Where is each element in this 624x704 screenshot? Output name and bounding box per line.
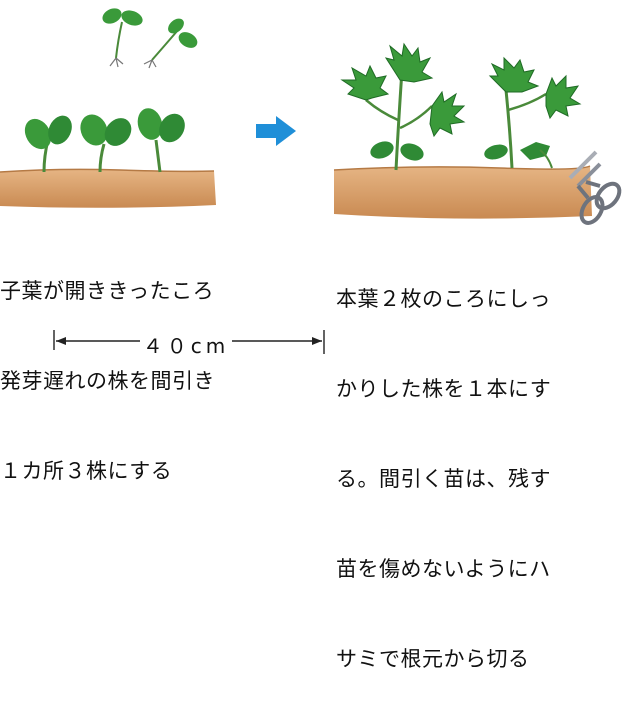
caption-right: 本葉２枚のころにしっ かりした株を１本にす る。間引く苗は、残す 苗を傷めないよ… xyxy=(336,224,624,704)
caption-line: サミで根元から切る xyxy=(336,647,530,671)
caption-line: 発芽遅れの株を間引き xyxy=(0,369,215,393)
soil-bed-right xyxy=(333,165,592,219)
seedling xyxy=(24,115,72,173)
caption-line: １カ所３株にする xyxy=(0,459,173,483)
scissors-icon xyxy=(568,150,622,225)
pulled-seedling xyxy=(143,18,198,69)
caption-line: る。間引く苗は、残す xyxy=(336,467,551,491)
caption-line: 子葉が開ききったころ xyxy=(0,279,215,303)
caption-line: 苗を傷めないようにハ xyxy=(336,557,551,581)
seedling xyxy=(137,108,185,173)
arrow-right-icon xyxy=(256,116,296,146)
pulled-seedling xyxy=(102,8,143,68)
caption-line: 本葉２枚のころにしっ xyxy=(336,287,551,311)
dimension-line xyxy=(53,330,325,354)
soil-bed-left xyxy=(0,168,216,208)
caption-left: 子葉が開ききったころ 発芽遅れの株を間引き １カ所３株にする xyxy=(0,216,300,516)
plant-with-true-leaves xyxy=(484,56,582,169)
illustration xyxy=(0,8,622,354)
caption-line: かりした株を１本にす xyxy=(336,377,552,401)
seedling xyxy=(80,114,132,173)
plant-with-true-leaves xyxy=(340,42,466,171)
dimension-label: ４０cm xyxy=(142,330,230,359)
